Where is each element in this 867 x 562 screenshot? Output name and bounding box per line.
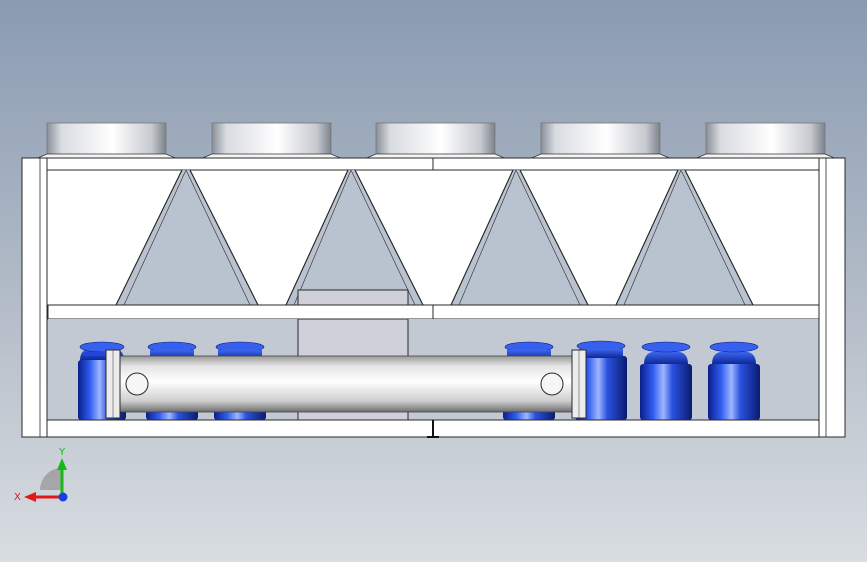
fan-shroud <box>361 122 510 161</box>
water-outlet-nozzle <box>540 372 564 396</box>
fan-shroud <box>691 122 840 161</box>
fan-shroud <box>197 122 346 161</box>
compressor <box>640 341 692 420</box>
corner-post-left <box>21 157 48 438</box>
compressor <box>575 340 627 420</box>
fan-row <box>32 122 840 161</box>
center-support <box>427 420 439 438</box>
coordinate-triad-icon: Y X <box>14 447 68 503</box>
coil-v-banks <box>46 169 820 306</box>
evaporator-shell <box>105 349 587 419</box>
water-inlet-nozzle <box>125 372 149 396</box>
compressor <box>708 341 760 420</box>
corner-post-right <box>818 157 846 438</box>
fan-shroud <box>526 122 675 161</box>
fan-shroud <box>32 122 181 161</box>
x-axis-label: X <box>14 492 21 503</box>
y-axis-label: Y <box>58 447 66 458</box>
